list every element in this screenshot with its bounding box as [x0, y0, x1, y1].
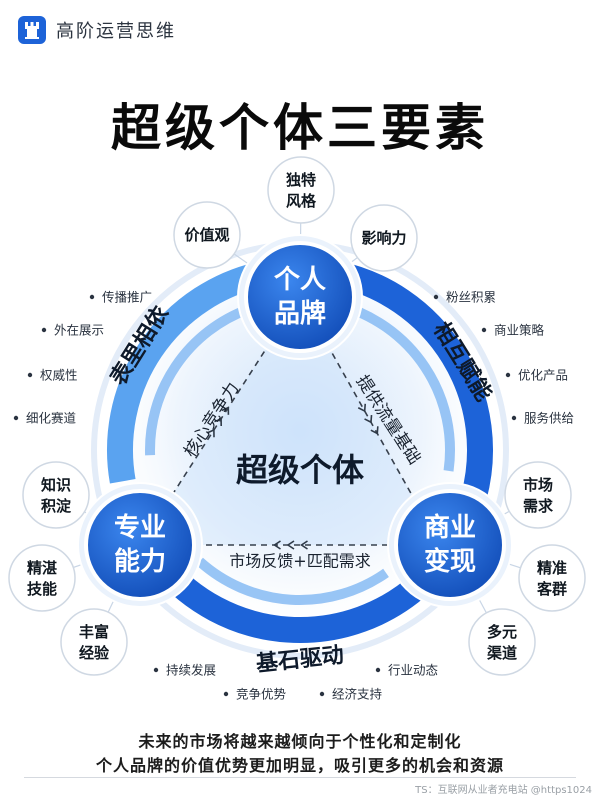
node-label-right-a: 商业: [424, 512, 476, 543]
satellite-circle-left-0: [22, 461, 90, 529]
inner-arc-0: [337, 300, 455, 472]
arc-label-bottom: 基石驱动: [255, 643, 345, 677]
footer-line-2: 个人品牌的价值优势更加明显，吸引更多的机会和资源: [95, 756, 504, 775]
node-top: [244, 241, 356, 353]
inner-arc-1: [196, 557, 389, 605]
bullet-dot-left-3: [13, 415, 19, 421]
satellite-text-right-1-b: 客群: [536, 580, 567, 598]
satellite-text-right-0-a: 市场: [523, 476, 553, 494]
bullet-dot-right-3: [511, 415, 517, 421]
node-right: [394, 489, 506, 601]
bullet-text-right-0: 粉丝积累: [446, 290, 496, 305]
flow-chevron-right-2: [370, 426, 379, 435]
satellite-text-top-0-b: 风格: [286, 192, 317, 210]
bullet-dot-left-0: [89, 294, 95, 300]
bullet-text-bottom-3: 行业动态: [388, 663, 438, 678]
satellite-text-right-2-a: 多元: [487, 623, 517, 641]
satellite-text-top-1: 价值观: [184, 226, 229, 244]
satellite-text-right-2-b: 渠道: [487, 644, 517, 662]
satellite-circle-top-0: [267, 156, 335, 224]
bullet-dot-right-1: [481, 327, 487, 333]
bullet-dot-right-2: [505, 372, 511, 378]
flow-chevron-right-0: [357, 403, 367, 413]
arc-left-outer: [107, 261, 266, 484]
bullet-text-right-2: 优化产品: [518, 368, 568, 383]
page-title: 超级个体三要素: [111, 99, 489, 157]
flow-chevron-left-1: [214, 417, 223, 427]
flow-chevron-left-2: [221, 406, 230, 415]
bullet-text-bottom-1: 竞争优势: [236, 687, 287, 702]
triangle-fill: [140, 296, 440, 545]
bullet-text-bottom-2: 经济支持: [332, 687, 382, 702]
inner-arc-2: [145, 304, 251, 456]
brand-name: 高阶运营思维: [56, 21, 176, 42]
bullet-text-left-3: 细化赛道: [26, 411, 77, 426]
bullet-text-right-1: 商业策略: [494, 323, 545, 338]
center-label: 超级个体: [236, 451, 364, 489]
header: 高阶运营思维: [18, 16, 176, 44]
bullet-text-left-2: 权威性: [40, 368, 78, 383]
node-label-left-a: 专业: [114, 513, 166, 543]
satellite-text-top-2: 影响力: [361, 229, 406, 247]
satellite-text-right-0-b: 需求: [523, 497, 554, 515]
bullet-text-left-1: 外在展示: [54, 323, 104, 338]
arc-right-outer: [334, 261, 493, 500]
arc-bottom-outer: [152, 557, 430, 643]
bullet-text-right-3: 服务供给: [524, 411, 574, 426]
satellite-text-left-1-b: 技能: [27, 580, 57, 598]
satellite-circle-left-2: [60, 608, 128, 676]
satellite-circle-top-2: [350, 204, 418, 272]
satellite-circle-right-0: [504, 461, 572, 529]
satellite-text-left-0-b: 积淀: [41, 497, 72, 515]
tower-icon: [18, 16, 46, 44]
node-label-left-b: 能力: [114, 546, 166, 577]
watermark: TS：互联网从业者充电站 @https1024: [415, 785, 592, 796]
node-label-right-b: 变现: [424, 546, 476, 577]
satellite-text-left-2-b: 经验: [79, 644, 110, 662]
bullet-dot-bottom-1: [223, 691, 229, 697]
flow-chevron-right-1: [364, 414, 373, 424]
footer: 未来的市场将越来越倾向于个性化和定制化 个人品牌的价值优势更加明显，吸引更多的机…: [0, 730, 600, 778]
node-label-top-a: 个人: [274, 265, 326, 295]
satellite-text-left-1-a: 精湛: [27, 559, 57, 577]
satellite-text-right-1-a: 精准: [537, 559, 567, 577]
divider: [24, 777, 576, 778]
flow-chevron-left-0: [206, 428, 215, 438]
satellite-circle-right-2: [468, 608, 536, 676]
satellite-text-left-2-a: 丰富: [79, 623, 109, 641]
satellite-text-top-0-a: 独特: [286, 171, 316, 189]
node-label-top-b: 品牌: [274, 298, 326, 329]
bullet-dot-bottom-0: [153, 667, 159, 673]
flow-chevron-bottom-0: [300, 540, 308, 550]
satellite-circle-right-1: [518, 544, 586, 612]
bullet-text-left-0: 传播推广: [102, 290, 152, 305]
satellite-text-left-0-a: 知识: [41, 476, 71, 494]
flow-chevron-bottom-2: [273, 540, 281, 550]
bullet-text-bottom-0: 持续发展: [166, 663, 216, 678]
bullet-dot-bottom-3: [375, 667, 381, 673]
bullet-dot-right-0: [433, 294, 439, 300]
bullet-dot-bottom-2: [319, 691, 325, 697]
satellite-circle-top-1: [173, 201, 241, 269]
bullet-dot-left-1: [41, 327, 47, 333]
footer-line-1: 未来的市场将越来越倾向于个性化和定制化: [138, 732, 462, 751]
node-left: [84, 489, 196, 601]
flow-chevron-bottom-1: [286, 540, 295, 550]
bullet-dot-left-2: [27, 372, 33, 378]
inner-label-bottom: 市场反馈+匹配需求: [229, 552, 370, 571]
satellite-circle-left-1: [8, 544, 76, 612]
